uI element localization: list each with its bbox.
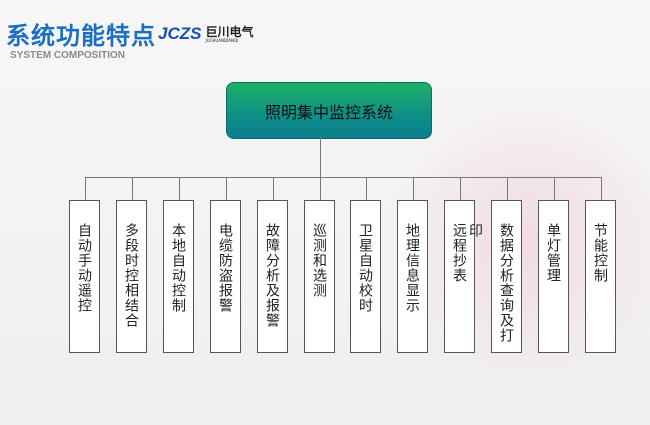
function-node: 多段时控相结合 bbox=[116, 200, 147, 353]
branch-line bbox=[320, 177, 321, 200]
page-title: 系统功能特点 bbox=[6, 22, 156, 50]
logo-mark: JCZS bbox=[158, 24, 202, 43]
function-node: 故障分析及报警 bbox=[257, 200, 288, 353]
bus-line bbox=[85, 177, 601, 178]
root-node: 照明集中监控系统 bbox=[226, 82, 432, 139]
function-node: 单灯管理 bbox=[538, 200, 569, 353]
function-node: 地理信息显示 bbox=[397, 200, 428, 353]
branch-line bbox=[366, 177, 367, 200]
function-node: 卫星自动校时 bbox=[350, 200, 381, 353]
function-node: 自动手动遥控 bbox=[69, 200, 100, 353]
branch-line bbox=[601, 177, 602, 200]
logo-cn: 巨川电气 bbox=[205, 24, 254, 39]
branch-line bbox=[179, 177, 180, 200]
branch-line bbox=[507, 177, 508, 200]
function-node: 数据分析查询及打印 bbox=[467, 200, 522, 353]
branch-line bbox=[132, 177, 133, 200]
branch-line bbox=[273, 177, 274, 200]
trunk-line bbox=[320, 137, 321, 177]
page-subtitle: SYSTEM COMPOSITION bbox=[10, 50, 126, 61]
function-node: 巡测和选测 bbox=[304, 200, 335, 353]
function-node: 节能控制 bbox=[585, 200, 616, 353]
function-node: 远程抄表 bbox=[444, 200, 475, 353]
branch-line bbox=[85, 177, 86, 200]
branch-line bbox=[460, 177, 461, 200]
branch-line bbox=[226, 177, 227, 200]
function-node: 电缆防盗报警 bbox=[210, 200, 241, 353]
function-node: 本地自动控制 bbox=[163, 200, 194, 353]
branch-line bbox=[413, 177, 414, 200]
branch-line bbox=[554, 177, 555, 200]
logo-en: JUCHUANDIANQI bbox=[205, 37, 239, 43]
